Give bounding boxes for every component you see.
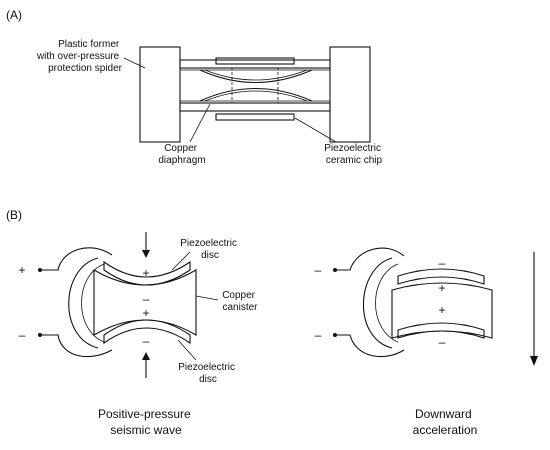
acceleration-assembly (333, 247, 538, 366)
accel-sign-bottom-outer: – (439, 335, 446, 349)
pressure-assembly (38, 232, 197, 378)
sign-top-inner: – (143, 292, 150, 306)
disc-bottom-label: Piezoelectric disc (178, 362, 237, 385)
accel-sign-bottom-inner: + (438, 303, 445, 317)
canister-label: Copper canister (222, 290, 258, 313)
top-wire (40, 247, 113, 271)
terminal-bottom (38, 333, 42, 337)
right-former-block (329, 46, 371, 143)
top-piezo-chip (215, 57, 295, 65)
terminal-top (38, 268, 42, 272)
chip-label: Piezoelectric ceramic chip (324, 143, 383, 166)
copper-canister (93, 269, 197, 336)
accel-terminal-top-sign: – (315, 263, 322, 277)
bottom-piezo-chip (215, 113, 295, 121)
outer-loop (68, 257, 99, 349)
accel-outer-loop (363, 257, 393, 349)
accel-bottom-disc (397, 322, 485, 339)
chip-leader-line (294, 117, 337, 143)
former-bottom-tube (179, 102, 331, 112)
accel-bottom-wire (335, 334, 405, 358)
accel-sign-top-outer: – (439, 256, 446, 270)
bottom-piezo-disc (103, 319, 191, 345)
sensor-cross-section (139, 46, 371, 143)
bottom-wire (40, 334, 113, 358)
copper-diaphragm-bottom (199, 88, 313, 102)
accel-caption: Downward acceleration (413, 407, 478, 437)
panel-a-label: (A) (6, 8, 22, 22)
accel-sign-top-inner: + (438, 281, 445, 295)
left-former-block (139, 46, 181, 143)
accel-terminal-bottom-sign: – (315, 328, 322, 342)
diaphragm-label: Copper diaphragm (158, 143, 205, 166)
top-piezo-disc (103, 260, 191, 286)
accel-terminal-bottom (333, 333, 337, 337)
pressure-caption: Positive-pressure seismic wave (98, 407, 194, 437)
disc-top-label: Piezoelectric disc (180, 238, 239, 261)
sign-bottom-outer: – (143, 334, 150, 348)
sign-top-outer: + (142, 266, 149, 280)
diaphragm-leader-line (189, 103, 211, 143)
cavity-outline (231, 67, 279, 104)
panel-b-label: (B) (6, 208, 22, 222)
former-label: Plastic former with over-pressure protec… (36, 39, 123, 74)
accel-top-disc (397, 268, 485, 285)
copper-diaphragm-top (199, 69, 313, 83)
terminal-bottom-sign: – (19, 328, 26, 342)
terminal-top-sign: + (18, 263, 25, 277)
sign-bottom-inner: + (142, 306, 149, 320)
accel-top-wire (335, 247, 405, 271)
former-leader-line (123, 57, 146, 69)
accel-terminal-top (333, 268, 337, 272)
